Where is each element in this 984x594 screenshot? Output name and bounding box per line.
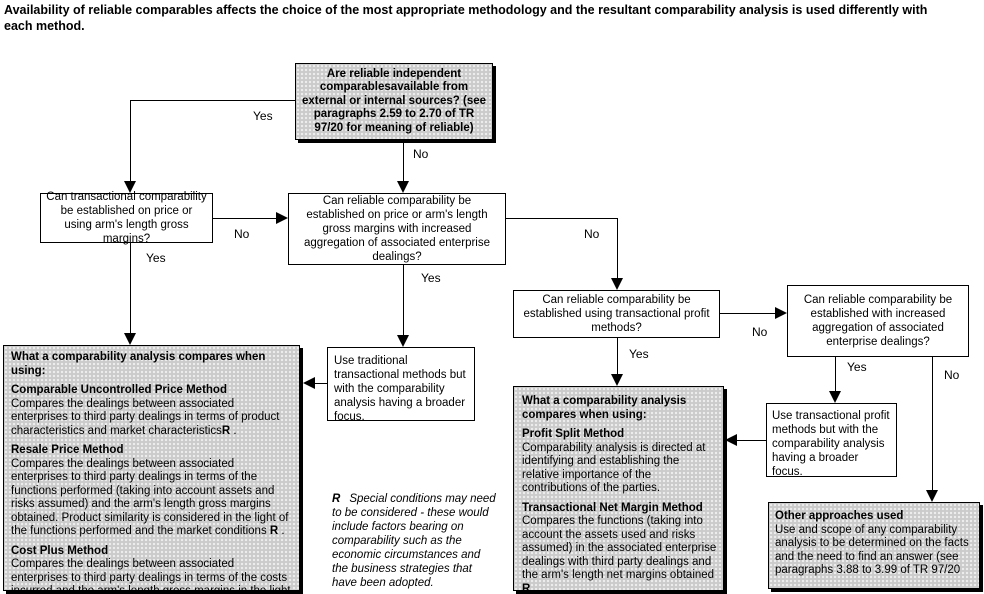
method-description: Compares the dealings between associated… [11,558,291,594]
panel-profit-comparison: What a comparability analysis compares w… [513,386,724,594]
connector-line [506,218,618,219]
connector-line [835,357,836,392]
question-profit-aggregation-box: Can reliable comparability be establishe… [787,285,969,357]
panel-title: Other approaches used [775,510,904,522]
connector-line [932,357,933,491]
panel-other-approaches: Other approaches used Use and scope of a… [768,502,980,589]
action-traditional-methods-box: Use traditional transactional methods bu… [327,347,475,423]
panel-body: Use and scope of any comparability analy… [775,523,969,577]
method-name: Comparable Uncontrolled Price Method [11,384,227,396]
method-name: Resale Price Method [11,444,124,456]
connector-line [617,218,618,279]
method-description: Comparability analysis is directed at id… [522,441,706,495]
page-title: Availability of reliable comparables aff… [4,3,928,33]
arrow-down-icon [829,391,841,403]
panel-traditional-comparison: What a comparability analysis compares w… [3,345,300,594]
arrow-left-icon [303,377,315,389]
arrow-right-icon [775,307,787,319]
question-price-aggregation-box: Can reliable comparability be establishe… [288,193,506,265]
edge-label-no: No [944,368,960,382]
question-transactional-price-box: Can transactional comparability be estab… [40,191,213,245]
connector-line [403,140,404,182]
arrow-down-icon [124,181,136,193]
action-profit-methods-box: Use transactional profit methods but wit… [766,403,897,478]
arrow-left-icon [725,434,737,446]
arrow-down-icon [926,490,938,502]
method-description: Compares the functions (taking into acco… [522,515,717,594]
panel-title: What a comparability analysis compares w… [522,395,687,421]
edge-label-yes: Yes [421,271,441,285]
reference-mark: R [522,582,531,594]
connector-line [130,100,295,101]
method-name: Profit Split Method [522,428,625,440]
connector-line [617,338,618,375]
panel-title: What a comparability analysis compares w… [11,351,266,377]
connector-line [213,218,276,219]
edge-label-no: No [584,227,600,241]
connector-line [130,100,131,182]
edge-label-yes: Yes [146,251,166,265]
edge-label-no: No [234,227,250,241]
method-name: Cost Plus Method [11,544,109,557]
question-sources-box: Are reliable independent comparablesavai… [295,63,493,140]
connector-line [130,243,131,334]
reference-mark: R [332,493,341,505]
edge-label-yes: Yes [629,347,649,361]
connector-line [315,383,327,384]
method-name: Transactional Net Margin Method [522,501,703,514]
arrow-down-icon [124,333,136,345]
method-description: Compares the dealings between associated… [11,457,289,538]
connector-line [720,313,776,314]
question-profit-methods-box: Can reliable comparability be establishe… [513,290,720,338]
arrow-down-icon [611,278,623,290]
connector-line [403,265,404,336]
edge-label-no: No [413,147,429,161]
edge-label-yes: Yes [847,360,867,374]
arrow-down-icon [397,335,409,347]
edge-label-yes: Yes [253,109,273,123]
arrow-right-icon [276,212,288,224]
arrow-down-icon [397,181,409,193]
arrow-down-icon [611,374,623,386]
reference-mark: R [269,525,279,537]
connector-line [737,440,766,441]
reference-mark: R [221,424,231,437]
edge-label-no: No [752,325,768,339]
method-description: Compares the dealings between associated… [11,397,280,437]
